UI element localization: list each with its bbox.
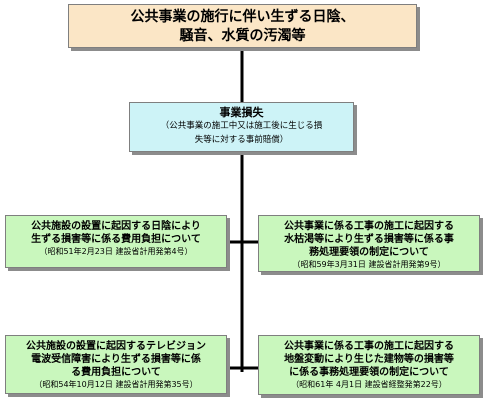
business-loss-title: 事業損失	[219, 106, 264, 119]
leaf-note: （昭和61年 4月1日 建設省経整発第22号）	[291, 380, 447, 389]
leaf-title-line: 公共施設の設置に起因するテレビジョン	[26, 341, 206, 352]
leaf-title-line: 公共事業に係る工事の施工に起因する	[284, 341, 454, 352]
leaf-node-tv-interference: 公共施設の設置に起因するテレビジョン 電波受信障害により生ずる損害等に係 る費用…	[5, 335, 227, 394]
leaf-title-line: 電波受信障害により生ずる損害等に係	[31, 354, 201, 365]
leaf-title-line: 公共事業に係る工事の施工に起因する	[284, 221, 454, 232]
leaf-title-line: 生ずる損害等に係る費用負担について	[31, 234, 201, 245]
business-loss-desc-line-1: （公共事業の施工中又は施工後に生じる損	[160, 121, 323, 131]
leaf-node-ground-subsidence: 公共事業に係る工事の施工に起因する 地盤変動により生じた建物等の損害等 に係る事…	[258, 335, 480, 395]
leaf-node-water-depletion: 公共事業に係る工事の施工に起因する 水枯渇等により生ずる損害等に係る事 務処理要…	[258, 215, 480, 272]
business-loss-desc-line-2: 失等に対する事前賠償）	[194, 135, 289, 145]
root-title-line-1: 公共事業の施行に伴い生ずる日陰、	[130, 9, 355, 25]
leaf-title-line: に係る事務処理要領の制定について	[289, 367, 449, 378]
leaf-title-line: 地盤変動により生じた建物等の損害等	[284, 354, 454, 365]
leaf-title-line: 公共施設の設置に起因する日陰により	[31, 221, 201, 232]
business-loss-node: 事業損失 （公共事業の施工中又は施工後に生じる損 失等に対する事前賠償）	[129, 102, 354, 152]
leaf-title-line: 水枯渇等により生ずる損害等に係る事	[284, 234, 454, 245]
leaf-note: （昭和54年10月12日 建設省計用発第35号）	[34, 380, 198, 389]
root-title-line-2: 騒音、水質の汚濁等	[179, 28, 306, 44]
leaf-title-line: る費用負担について	[71, 367, 161, 378]
root-node: 公共事業の施行に伴い生ずる日陰、 騒音、水質の汚濁等	[68, 4, 417, 48]
leaf-node-shade: 公共施設の設置に起因する日陰により 生ずる損害等に係る費用負担について （昭和5…	[5, 215, 227, 268]
leaf-note: （昭和51年2月23日 建設省計用発第4号）	[39, 247, 193, 256]
leaf-note: （昭和59年3月31日 建設省計用発第9号）	[292, 260, 446, 269]
leaf-title-line: 務処理要領の制定について	[309, 247, 429, 258]
